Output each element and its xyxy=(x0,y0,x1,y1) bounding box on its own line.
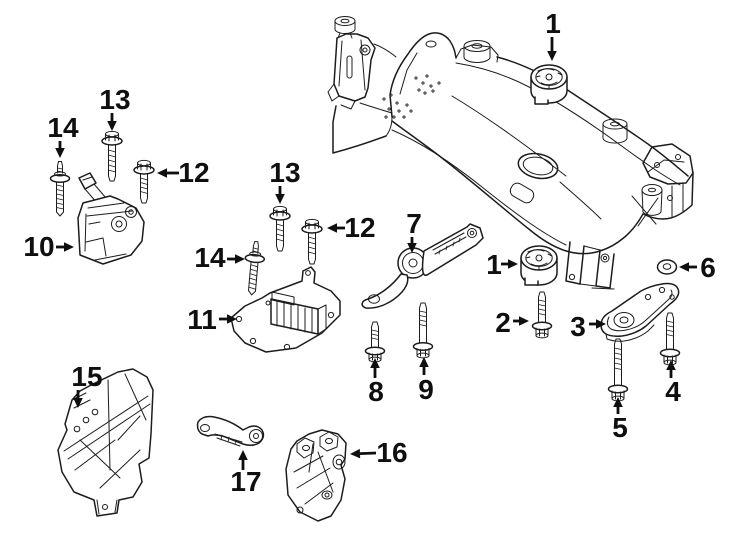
callout-arrowhead xyxy=(596,319,606,329)
bolt-12-right-drawing[interactable] xyxy=(301,218,323,265)
bolt-13-left-drawing[interactable] xyxy=(101,130,123,182)
bolt-4-drawing[interactable] xyxy=(659,312,681,366)
callout-number: 12 xyxy=(344,212,375,243)
callout-arrowhead xyxy=(666,360,676,370)
subframe-crossmember-drawing[interactable] xyxy=(327,16,694,290)
callout-number: 14 xyxy=(194,242,226,273)
callout-arrowhead xyxy=(238,450,248,460)
callout-3[interactable]: 3 xyxy=(570,311,606,342)
bolt-8-drawing[interactable] xyxy=(364,321,386,363)
callout-2[interactable]: 2 xyxy=(495,307,529,338)
callout-number: 6 xyxy=(700,252,716,283)
callout-number: 14 xyxy=(47,112,79,143)
mount-bushing-mid-drawing[interactable] xyxy=(520,245,558,286)
callout-arrowhead xyxy=(407,243,417,253)
torque-arm-7-drawing[interactable] xyxy=(361,223,484,309)
callout-arrow-line xyxy=(359,451,377,456)
callout-number: 16 xyxy=(376,437,407,468)
callout-number: 1 xyxy=(486,249,502,280)
callout-15[interactable]: 15 xyxy=(71,361,103,408)
callout-number: 15 xyxy=(71,361,102,392)
callout-1-mid[interactable]: 1 xyxy=(486,249,518,280)
callout-11[interactable]: 11 xyxy=(187,304,237,335)
bracket-3-drawing[interactable] xyxy=(600,282,680,342)
callout-number: 9 xyxy=(418,374,434,405)
callout-10[interactable]: 10 xyxy=(23,231,74,262)
callout-1-top[interactable]: 1 xyxy=(545,8,561,61)
callout-number: 5 xyxy=(612,412,628,443)
callout-arrowhead xyxy=(64,242,74,252)
stud-14-right-drawing[interactable] xyxy=(242,240,266,296)
callout-9[interactable]: 9 xyxy=(418,357,434,405)
callout-8[interactable]: 8 xyxy=(368,358,384,407)
callout-number: 13 xyxy=(99,84,130,115)
callout-arrowhead xyxy=(107,121,117,131)
callout-14-right[interactable]: 14 xyxy=(194,242,245,273)
callout-6[interactable]: 6 xyxy=(679,252,716,283)
callout-number: 11 xyxy=(187,304,217,335)
callout-arrowhead xyxy=(235,254,245,264)
callout-number: 7 xyxy=(406,208,422,239)
callout-arrowhead xyxy=(613,397,623,407)
mount-bushing-top-drawing[interactable] xyxy=(530,64,568,105)
bolt-5-drawing[interactable] xyxy=(607,338,629,402)
bolt-9-drawing[interactable] xyxy=(412,302,434,359)
callout-arrowhead xyxy=(350,448,361,459)
callout-13-right[interactable]: 13 xyxy=(269,157,301,204)
link-arm-17-drawing[interactable] xyxy=(196,415,265,447)
callout-17[interactable]: 17 xyxy=(230,450,262,497)
callout-arrowhead xyxy=(547,51,557,61)
bolt-13-right-drawing[interactable] xyxy=(269,205,291,252)
stud-14-left-drawing[interactable] xyxy=(49,161,71,217)
bolt-12-left-drawing[interactable] xyxy=(133,159,155,204)
callout-12-right[interactable]: 12 xyxy=(327,212,376,243)
callout-13-left[interactable]: 13 xyxy=(99,84,131,131)
callout-arrowhead xyxy=(327,223,337,233)
callout-arrowhead xyxy=(419,357,429,367)
callout-16[interactable]: 16 xyxy=(350,437,408,468)
trans-mount-11-drawing[interactable] xyxy=(230,266,341,353)
support-bracket-15-drawing[interactable] xyxy=(57,368,154,517)
callout-arrowhead xyxy=(679,262,689,272)
callout-arrowhead xyxy=(73,398,83,408)
callout-14-left[interactable]: 14 xyxy=(47,112,79,158)
callout-arrowhead xyxy=(55,148,65,158)
callout-number: 1 xyxy=(545,8,561,39)
bolt-2-drawing[interactable] xyxy=(531,291,553,339)
callout-number: 4 xyxy=(665,376,681,407)
callout-number: 2 xyxy=(495,307,511,338)
mount-bracket-16-drawing[interactable] xyxy=(285,429,347,522)
callout-number: 3 xyxy=(570,311,586,342)
callout-number: 12 xyxy=(178,157,209,188)
callout-arrowhead xyxy=(157,168,167,178)
callout-number: 10 xyxy=(23,231,54,262)
callout-arrowhead xyxy=(275,194,285,204)
callout-arrowhead xyxy=(227,314,237,324)
callout-4[interactable]: 4 xyxy=(665,360,681,407)
callout-5[interactable]: 5 xyxy=(612,397,628,443)
callout-number: 17 xyxy=(230,466,261,497)
callout-12-left[interactable]: 12 xyxy=(157,157,210,188)
callout-7[interactable]: 7 xyxy=(406,208,422,253)
engine-mount-10-drawing[interactable] xyxy=(77,172,145,265)
callout-arrowhead xyxy=(370,358,380,368)
washer-6-drawing[interactable] xyxy=(656,259,678,275)
callout-number: 8 xyxy=(368,376,384,407)
callout-number: 13 xyxy=(269,157,300,188)
callout-arrowhead xyxy=(519,316,529,326)
callout-arrowhead xyxy=(508,259,518,269)
